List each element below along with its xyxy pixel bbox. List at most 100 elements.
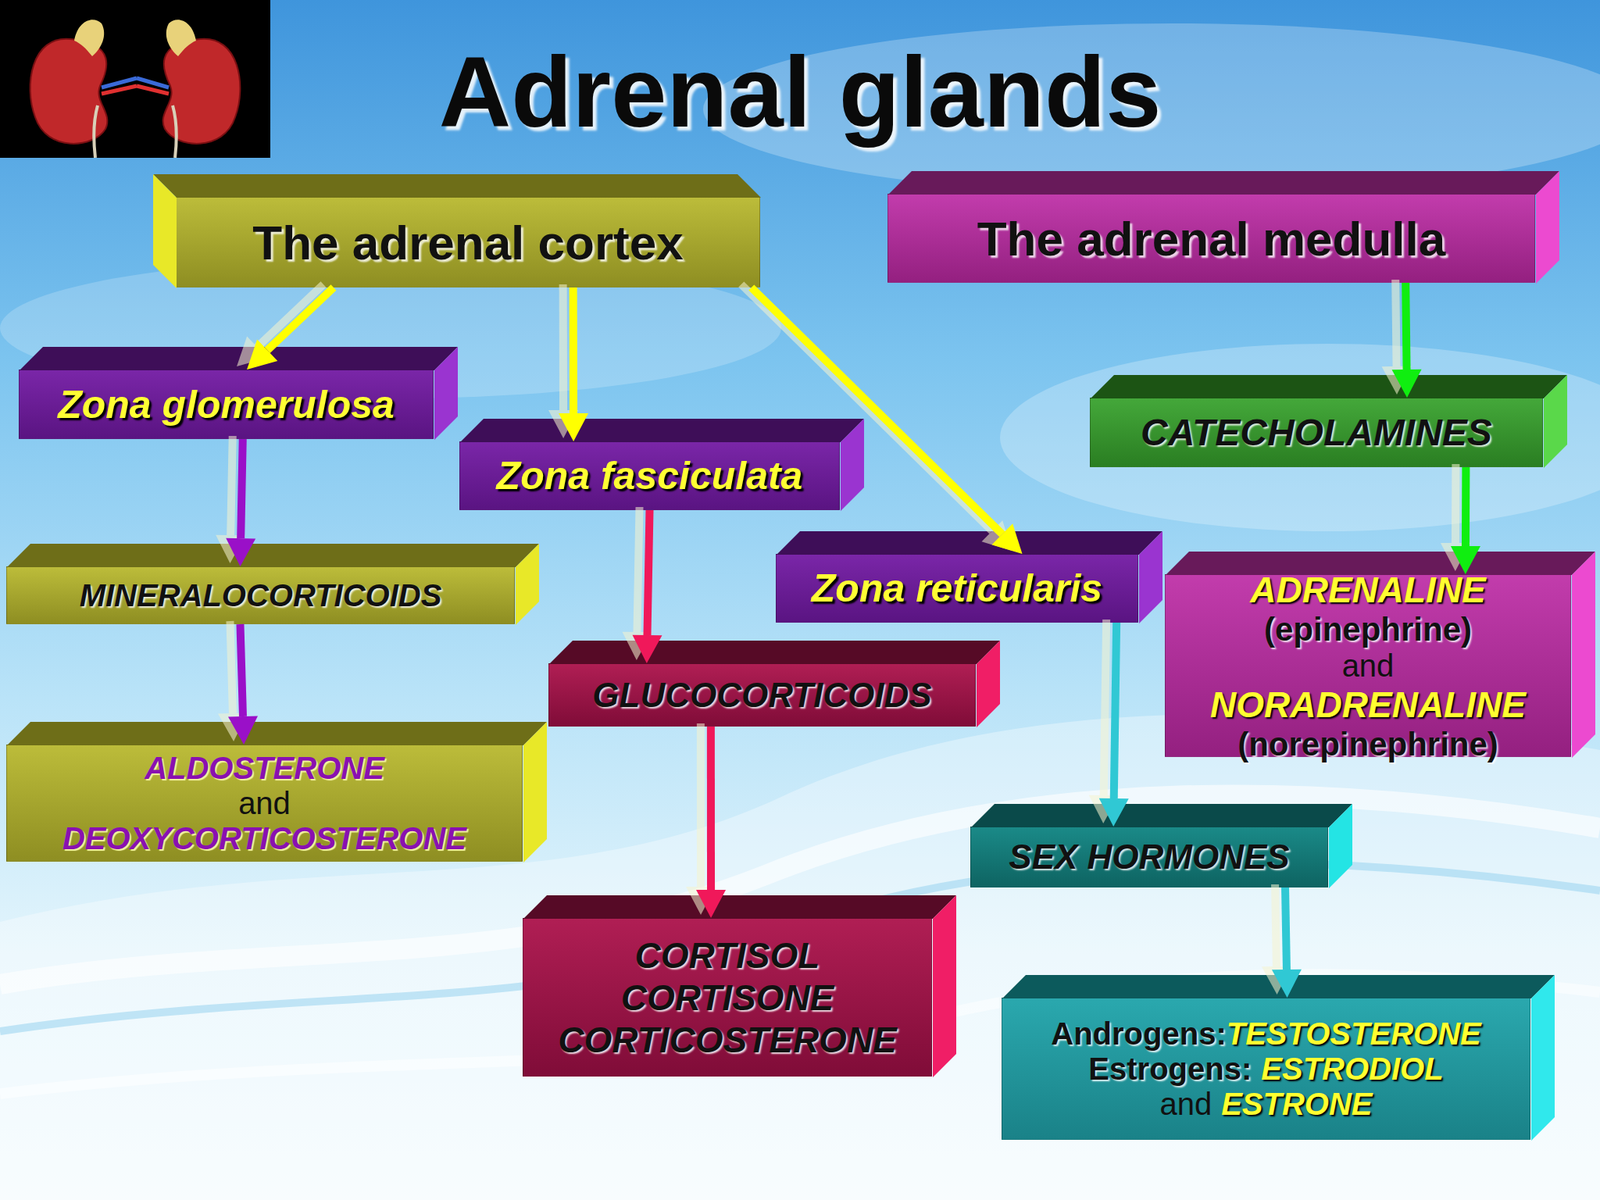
box-label: TESTOSTERONE <box>1226 1016 1482 1051</box>
arrow-shadow-line <box>230 435 233 536</box>
arrow-shadow <box>217 621 248 742</box>
box-top-face <box>1090 375 1568 399</box>
box-side-face <box>976 640 1000 728</box>
arrow-shadow <box>548 284 579 439</box>
process-box: CATECHOLAMINES <box>1089 397 1543 468</box>
arrow-shadow-line <box>559 284 568 411</box>
text-line: Estrogens:ESTRODIOL <box>1088 1051 1443 1087</box>
arrow-head <box>1271 969 1302 998</box>
box-top-face <box>7 543 540 568</box>
arrow-shadow-head <box>685 886 716 915</box>
box-label: CATECHOLAMINES <box>1140 411 1493 454</box>
text-line: (epinephrine) <box>1264 610 1472 649</box>
flow-arrow <box>217 621 258 745</box>
arrow-head <box>696 889 726 918</box>
process-box: Zona reticularis <box>775 553 1139 623</box>
wave <box>0 794 1600 985</box>
box-top-face <box>7 721 547 746</box>
photo-background <box>0 0 271 158</box>
flow-arrow <box>215 435 256 567</box>
box-side-face <box>1543 375 1568 468</box>
box-label: The adrenal cortex <box>252 215 683 270</box>
box-label: ALDOSTERONE <box>144 750 385 786</box>
arrow-shadow-line <box>1395 279 1397 367</box>
text-line: Zona reticularis <box>811 565 1103 611</box>
box-label: CORTISOL <box>635 935 821 976</box>
flow-arrow <box>685 723 726 918</box>
text-line: CORTISOL <box>635 934 821 977</box>
process-box: Zona glomerulosa <box>18 369 434 440</box>
text-line: and <box>238 785 291 822</box>
arrow-shadow <box>621 507 652 661</box>
wave <box>0 714 1600 1200</box>
arrow-shadow <box>1382 279 1412 395</box>
text-line: (norepinephrine) <box>1237 725 1499 764</box>
box-label: Zona reticularis <box>811 566 1103 611</box>
arrow-line <box>1114 622 1117 799</box>
arrow-shadow-line <box>1103 619 1107 796</box>
box-top-face <box>523 895 957 919</box>
arrow-shadow-head <box>548 410 579 439</box>
box-side-face <box>932 895 957 1078</box>
arrow-line <box>1285 887 1287 970</box>
box-label: (epinephrine) <box>1264 610 1472 648</box>
flow-arrow <box>1440 464 1481 575</box>
arrow-line <box>267 287 334 350</box>
box-side-face <box>515 543 540 625</box>
arrow-shadow-line <box>636 507 640 633</box>
arrow-shadow-head <box>1440 542 1471 572</box>
box-label: DEOXYCORTICOSTERONE <box>62 821 467 856</box>
arrow-line <box>751 287 1003 535</box>
box-side-face <box>1139 531 1163 624</box>
box-label: and <box>1159 1086 1212 1122</box>
kidney <box>30 39 108 144</box>
flow-arrow <box>236 284 334 370</box>
box-top-face <box>776 531 1163 555</box>
box-label: Androgens: <box>1050 1016 1226 1051</box>
process-box: Androgens:TESTOSTERONEEstrogens:ESTRODIO… <box>1001 997 1531 1140</box>
arrow-line <box>1461 467 1470 547</box>
box-label: and <box>238 785 291 821</box>
flow-arrow <box>548 284 589 442</box>
arrow-shadow-line <box>229 621 233 714</box>
arrow-line <box>240 439 243 539</box>
box-label: NORADRENALINE <box>1210 684 1526 725</box>
arrow-shadow <box>741 284 1013 551</box>
text-line: ALDOSTERONE <box>144 750 385 786</box>
arrow-head <box>246 339 278 370</box>
box-top-face <box>549 640 1000 665</box>
process-box: The adrenal cortex <box>175 196 761 288</box>
arrow-line <box>569 287 578 414</box>
adrenal-gland <box>74 19 104 57</box>
arrow-shadow <box>685 723 716 915</box>
box-label: CORTICOSTERONE <box>557 1019 897 1061</box>
box-label: MINERALOCORTICOIDS <box>79 578 443 613</box>
flow-arrow <box>1382 279 1422 398</box>
arrow-shadow-line <box>1275 884 1277 967</box>
process-box: SEX HORMONES <box>970 826 1329 888</box>
arrow-shadow <box>1440 464 1471 572</box>
arrow-shadow <box>1089 619 1119 824</box>
arrow-head <box>1392 369 1422 398</box>
box-label: Estrogens: <box>1088 1051 1252 1086</box>
flow-arrow <box>1089 619 1129 827</box>
arrow-shadow-head <box>982 520 1013 551</box>
box-label: ESTRONE <box>1221 1086 1372 1122</box>
box-label: ADRENALINE <box>1250 569 1486 611</box>
arrow-shadow-head <box>1382 366 1412 395</box>
text-line: Zona glomerulosa <box>57 382 395 428</box>
box-top-face <box>19 346 458 371</box>
arrow-shadow-head <box>1261 966 1292 995</box>
arrow-shadow-head <box>217 712 248 742</box>
box-label: Zona fasciculata <box>496 453 804 498</box>
arrow-line <box>707 726 715 890</box>
arrow-shadow <box>1261 884 1292 995</box>
box-side-face <box>1531 975 1555 1141</box>
arrow-head <box>228 715 258 745</box>
text-line: GLUCOCORTICOIDS <box>592 675 932 715</box>
arrow-shadow-line <box>1451 464 1460 543</box>
box-side-face <box>153 174 177 289</box>
flow-arrow <box>1261 884 1302 998</box>
ureter <box>93 105 177 158</box>
arrow-shadow-head <box>621 632 652 661</box>
